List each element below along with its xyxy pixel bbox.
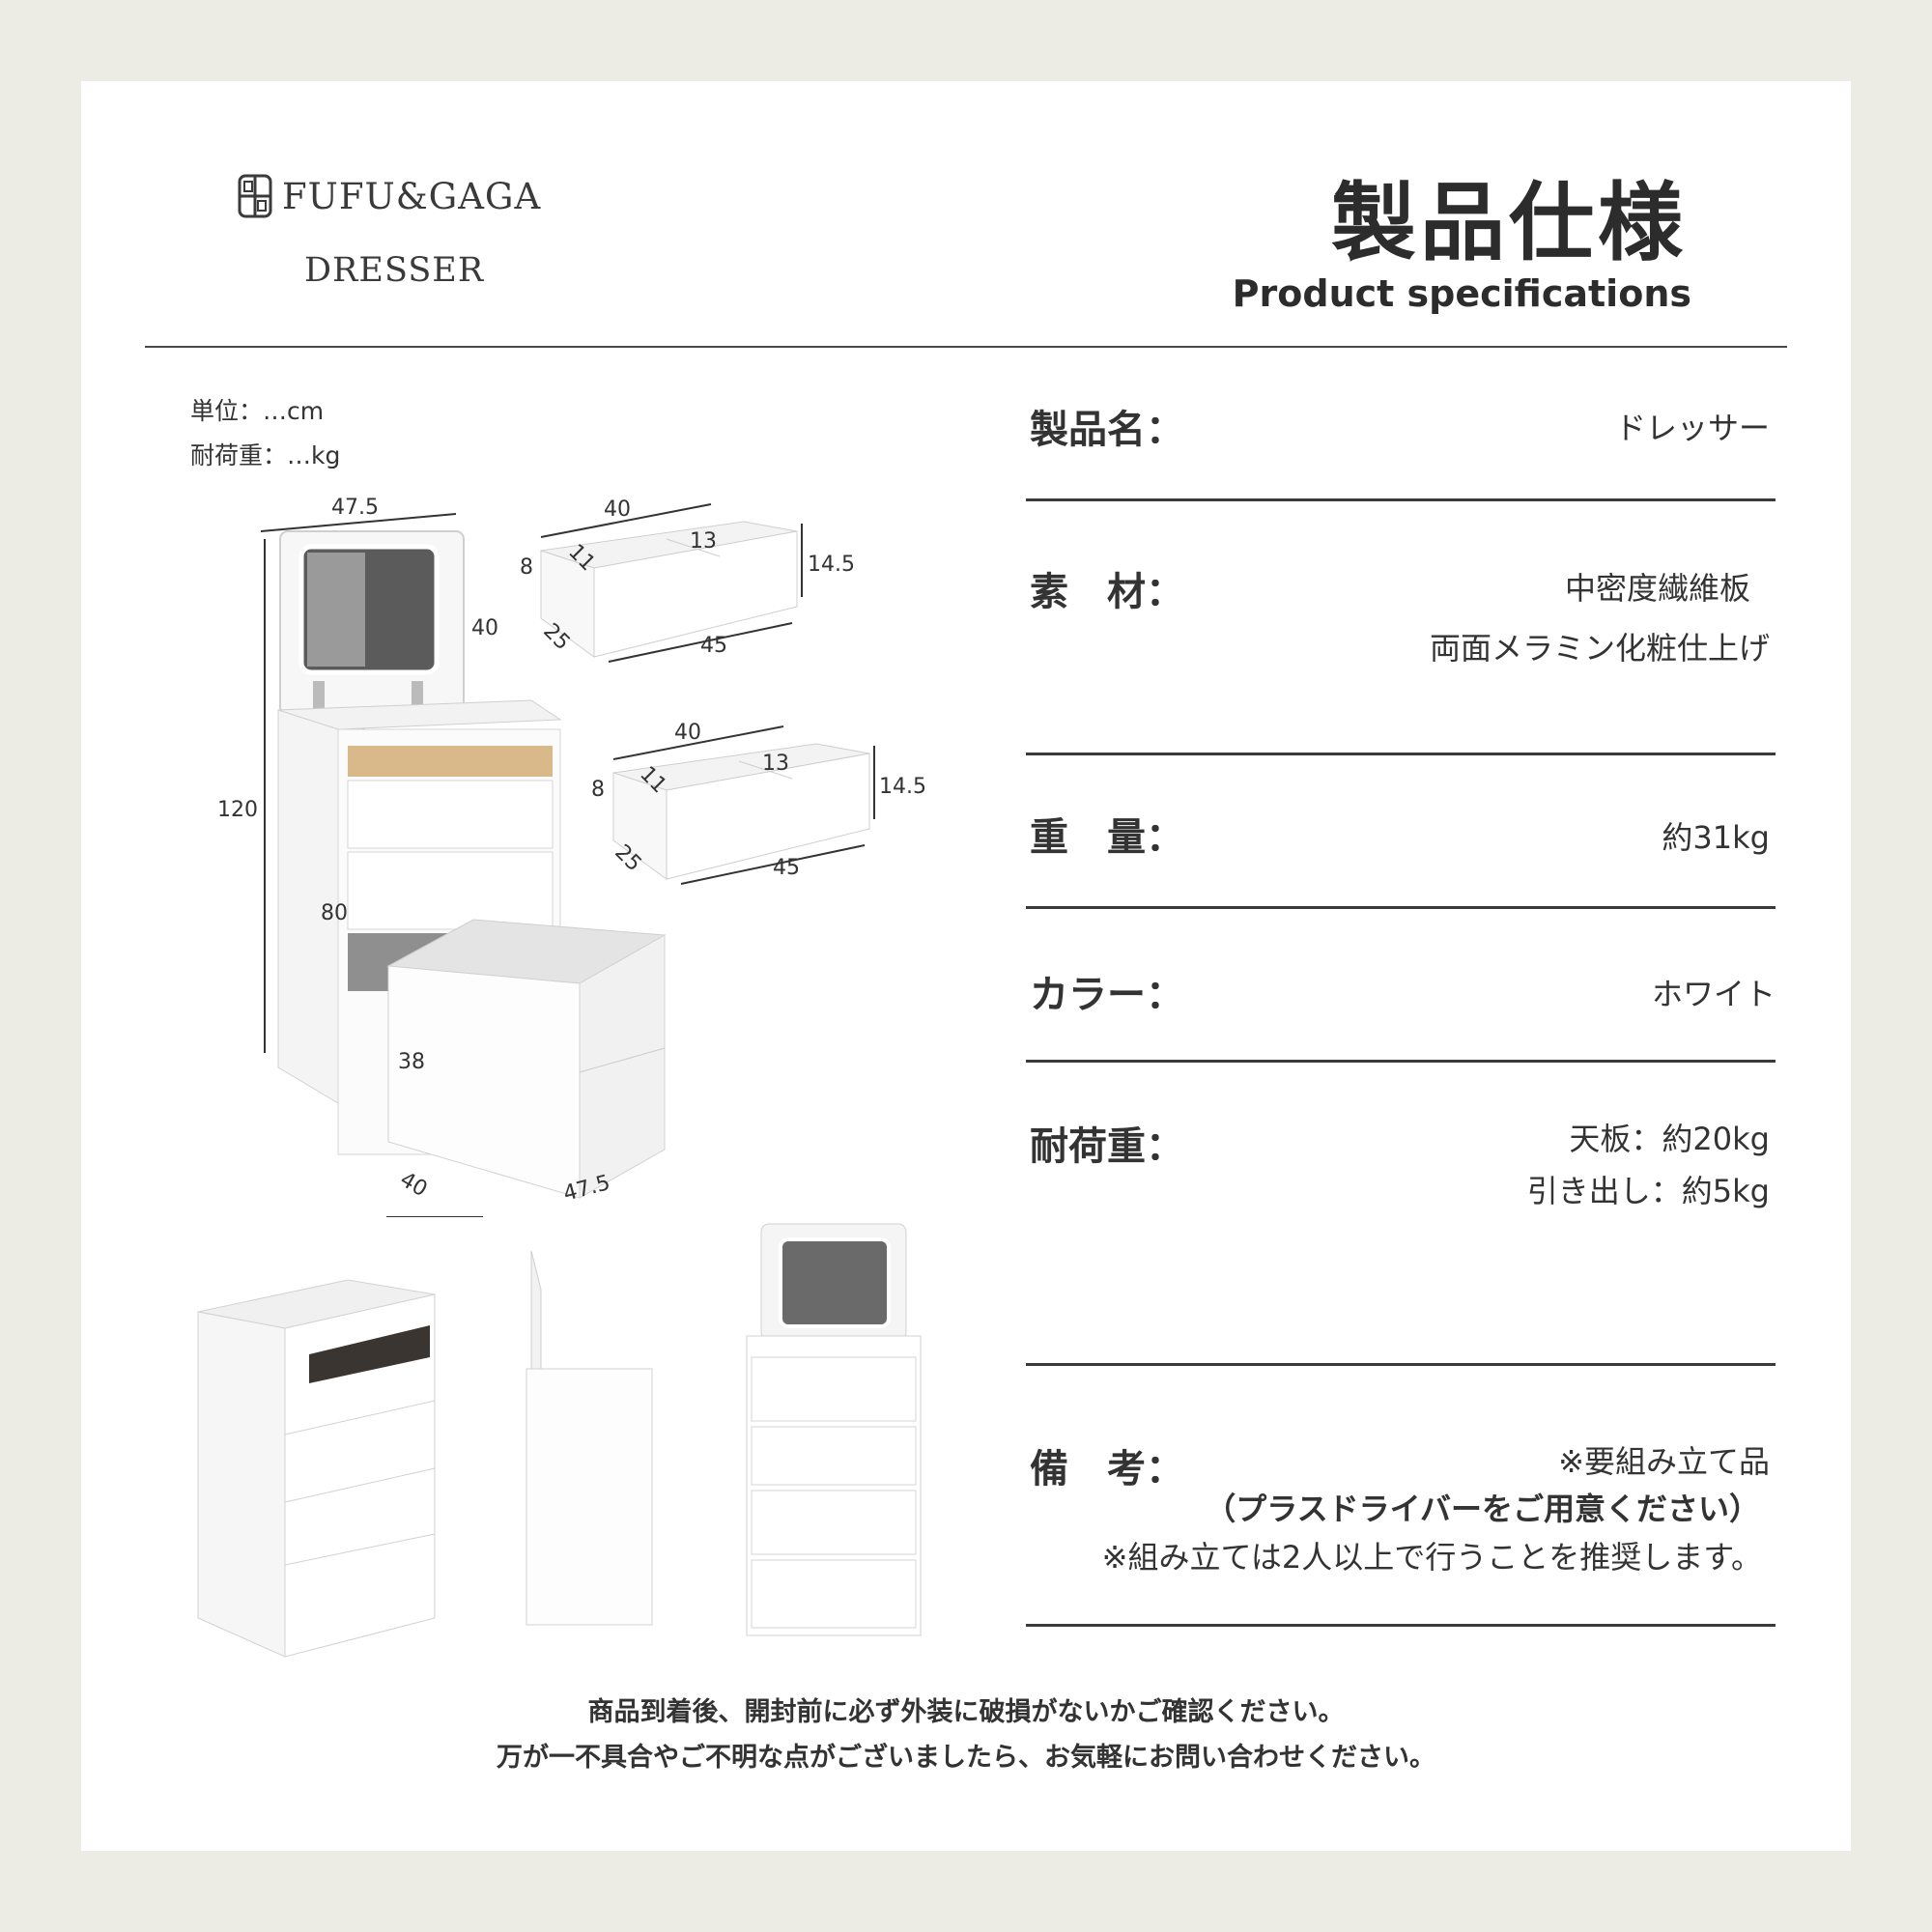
spec-weight-label: 重 量：: [1030, 815, 1184, 860]
spec-divider: [1026, 753, 1776, 755]
dim-drawer1-height: 14.5: [808, 553, 855, 577]
spec-weight-value: 約31kg: [1662, 819, 1770, 856]
dim-dresser-height: 120: [217, 798, 258, 822]
spec-divider: [1026, 1060, 1776, 1063]
notice-line-2: 万が一不具合やご不明な点がございましたら、お気軽にお問い合わせください。: [497, 1743, 1435, 1773]
spec-name-value: ドレッサー: [1614, 410, 1770, 446]
drawer-diagram-1: [540, 503, 803, 663]
dim-drawer2-width: 40: [674, 721, 701, 745]
drawer-diagram-2: [612, 725, 875, 885]
dim-drawer2-length: 45: [773, 856, 800, 880]
dim-drawer2-compartment: 13: [762, 752, 789, 776]
spec-load-value-1: 天板：約20kg: [1569, 1121, 1770, 1157]
spec-divider: [1026, 498, 1776, 501]
dim-drawer1-compartment: 13: [690, 529, 717, 554]
spec-color-value: ホワイト: [1651, 976, 1776, 1012]
open-dresser-view: [746, 1223, 922, 1636]
spec-material-value-1: 中密度繊維板: [1564, 570, 1750, 607]
closed-dresser-view: [197, 1279, 436, 1658]
spec-divider: [1026, 1363, 1776, 1366]
spec-material-value-2: 両面メラミン化粧仕上げ: [1429, 630, 1770, 667]
unit-size: 単位：…cm: [190, 397, 325, 425]
spec-load-value-2: 引き出し：約5kg: [1526, 1173, 1770, 1209]
side-dresser-view: [526, 1251, 653, 1626]
dresser-dimension-diagram: [260, 513, 667, 1217]
dim-drawer1-width: 40: [604, 497, 631, 522]
spec-color-label: カラー：: [1030, 973, 1184, 1017]
unit-load: 耐荷重：…kg: [190, 441, 341, 469]
notice-line-1: 商品到着後、開封前に必ず外装に破損がないかご確認ください。: [587, 1697, 1345, 1727]
brand-name: FUFU&GAGA: [282, 175, 542, 217]
dim-table-height: 80: [321, 901, 348, 925]
spec-divider: [1026, 906, 1776, 909]
spec-divider: [1026, 1624, 1776, 1627]
dim-drawer1-side: 8: [520, 555, 533, 580]
dim-drawer2-height: 14.5: [879, 775, 926, 799]
header-divider: [145, 346, 1787, 348]
dim-drawer2-side: 8: [591, 778, 605, 802]
spec-load-label: 耐荷重：: [1030, 1124, 1184, 1169]
spec-remarks-value-3: ※組み立ては2人以上で行うことを推奨します。: [1101, 1539, 1762, 1576]
page-subtitle: Product specifications: [1232, 272, 1691, 315]
spec-remarks-value-1: ※要組み立て品: [1558, 1443, 1770, 1480]
page-title: 製品仕様: [1330, 173, 1687, 272]
dim-stool-height: 38: [398, 1050, 425, 1074]
spec-name-label: 製品名：: [1030, 408, 1184, 452]
dim-dresser-width: 47.5: [331, 496, 379, 520]
brand-logo: FUFU&GAGA: [238, 174, 541, 218]
spec-remarks-label: 備 考：: [1030, 1447, 1184, 1492]
product-type: DRESSER: [304, 251, 485, 290]
dim-drawer1-length: 45: [700, 634, 727, 658]
dim-mirror-height: 40: [471, 616, 498, 640]
spec-remarks-value-2: （プラスドライバーをご用意ください）: [1205, 1491, 1760, 1527]
spec-material-label: 素 材：: [1030, 570, 1184, 614]
brand-monogram-icon: [238, 174, 272, 218]
